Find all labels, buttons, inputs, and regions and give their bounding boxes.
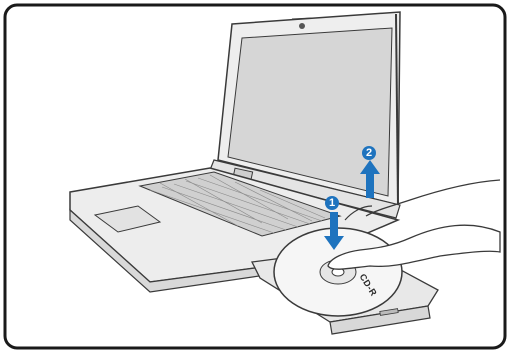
webcam-icon bbox=[299, 23, 305, 29]
step-1-badge: 1 bbox=[325, 196, 339, 210]
step-2-badge: 2 bbox=[362, 146, 376, 160]
